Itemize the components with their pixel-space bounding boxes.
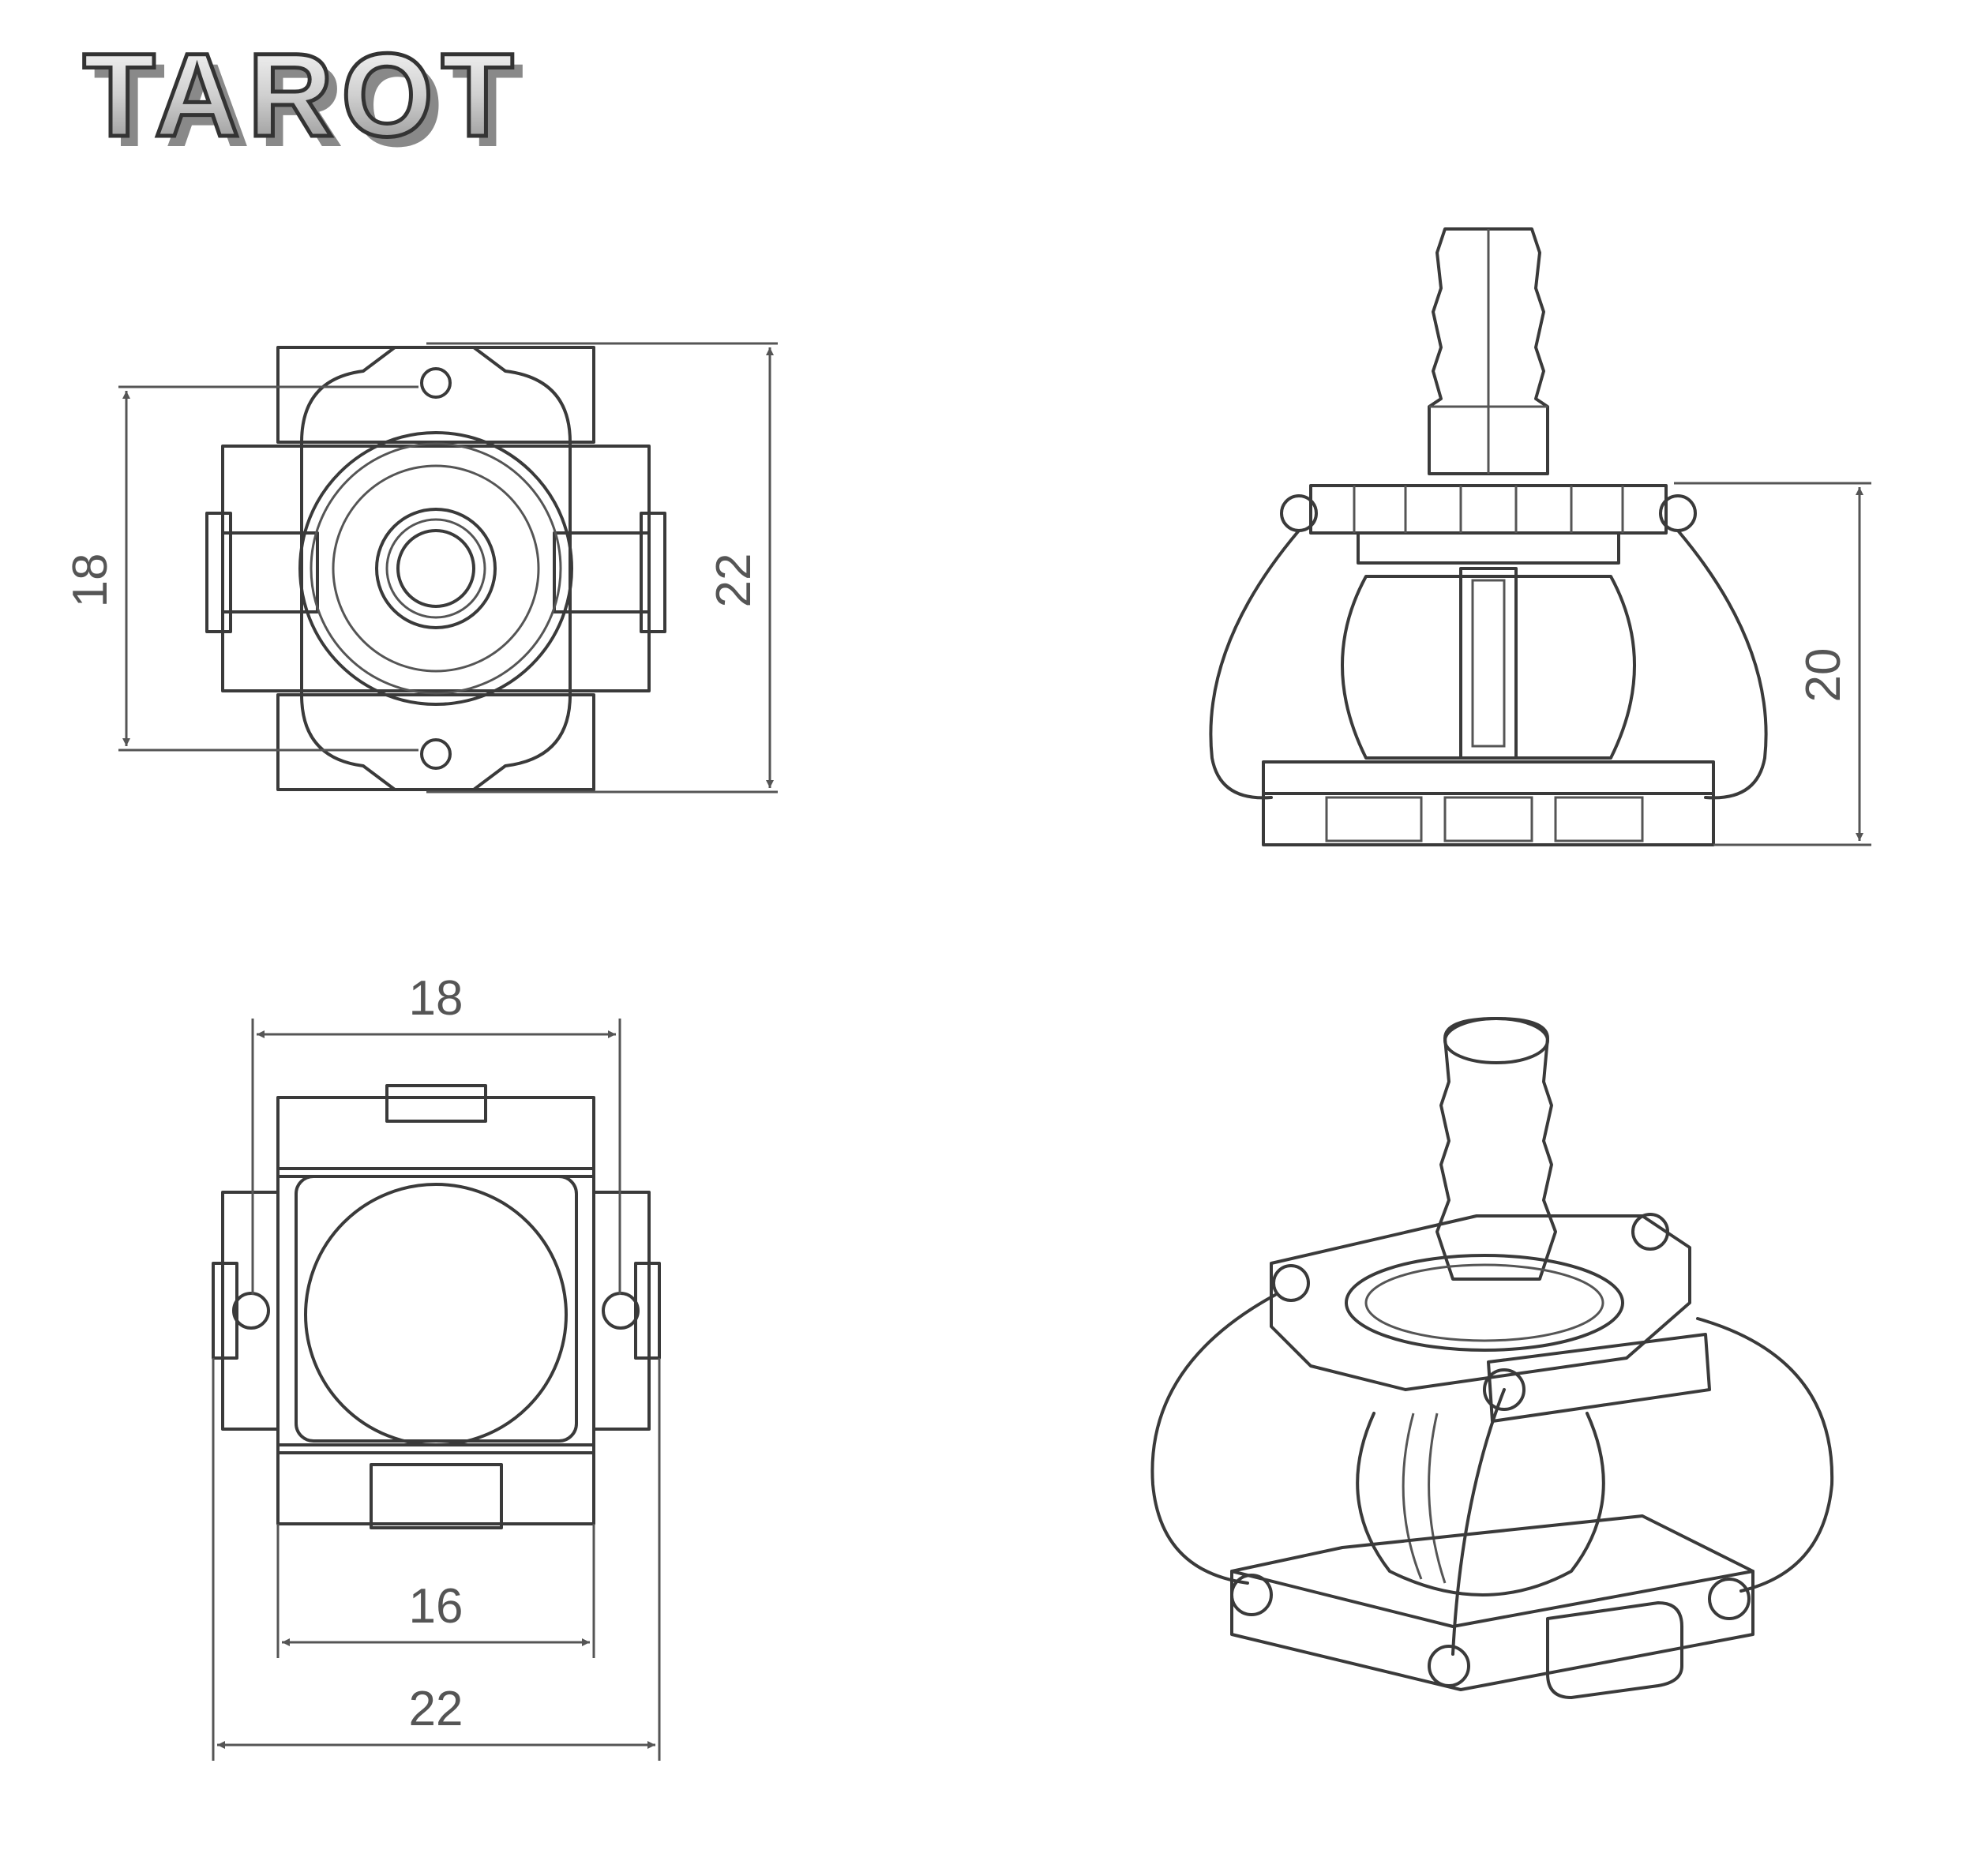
iso-wire-front [1451,1388,1506,1656]
tarot-logo: TAROT TAROT [81,27,531,172]
top-view-ring-2 [310,442,562,695]
iso-upper-plate [1270,1214,1691,1391]
top-view-left-arm [221,531,319,613]
iso-nozzle [1435,1017,1557,1281]
lower-plate-block [1554,796,1644,842]
bottom-view-hole-left [232,1292,270,1330]
wire-loop-right [1676,529,1768,800]
nozzle [1428,227,1549,475]
bottom-view-top-tab [385,1084,487,1123]
logo-text: TAROT [83,28,521,161]
top-view-hole-top [420,367,452,399]
ball-slot [1459,567,1518,760]
dim-16-label: 16 [409,1579,463,1634]
iso-wire-right [1696,1317,1834,1593]
iso-upper-ring [1345,1254,1624,1352]
iso-eye-left [1272,1264,1310,1302]
wire-loop-left [1209,529,1300,800]
iso-wire-left [1150,1293,1277,1585]
top-view-ring-3 [332,464,540,673]
dim-22-bottom-label: 22 [409,1682,463,1736]
isometric-view [1150,1017,1834,1699]
iso-upper-ring-inner [1364,1263,1604,1342]
bottom-view-left-clip [212,1262,238,1360]
bottom-view-bottom-bar [276,1443,595,1525]
top-view-ring-1 [298,431,573,706]
top-view-nozzle-mid [385,518,486,619]
ball-slot-inner [1471,579,1506,748]
iso-lower-pin-left [1230,1574,1273,1616]
iso-ball-slot [1428,1413,1447,1584]
lower-plate-block [1325,796,1423,842]
iso-lower-pin-right [1708,1578,1751,1620]
bottom-view-hole-right [602,1292,640,1330]
top-view-lower-bar [276,693,595,791]
top-view-right-arm [553,531,651,613]
bottom-view-top-bar [276,1096,595,1178]
bottom-view: 18 16 22 [212,971,661,1761]
iso-lower-pin-front [1428,1645,1470,1687]
top-view-hole-bottom [420,738,452,770]
dim-20-label: 20 [1796,648,1851,703]
lower-plate-top [1262,760,1715,795]
bottom-view-pocket [295,1175,578,1443]
lower-plate-bottom [1262,792,1715,846]
top-view-right-clip [640,512,666,633]
bottom-view-ball [304,1183,568,1446]
dim-18-top-label: 18 [409,971,463,1026]
iso-eye-right [1631,1213,1669,1251]
top-view-upper-bar [276,346,595,444]
dim-22-label: 22 [707,553,761,608]
logo-shadow: TAROT [93,39,531,171]
upper-plate [1309,484,1668,535]
iso-upper-hinge [1487,1333,1711,1423]
bottom-view-left-flange [221,1191,280,1431]
iso-hinge-pin [1483,1368,1526,1411]
top-view-left-clip [205,512,232,633]
side-view: 20 [1209,227,1871,846]
bottom-view-bottom-tab [370,1463,503,1529]
upper-plate-lip [1357,531,1620,565]
dim-18-label: 18 [63,553,118,608]
iso-ball-slot [1402,1413,1423,1580]
ball [1341,575,1636,760]
iso-nozzle-tip [1443,1017,1549,1064]
top-view-plate [300,346,572,791]
lower-plate-block [1443,796,1533,842]
top-view-nozzle-inner [396,529,475,608]
top-view-body [221,445,651,692]
bottom-view-right-clip [634,1262,661,1360]
bottom-view-right-flange [592,1191,651,1431]
iso-ball [1356,1412,1605,1596]
iso-lower-plate-edge [1230,1570,1754,1628]
top-view-nozzle-outer [375,508,497,629]
bottom-view-body [276,1167,595,1454]
top-view: 18 22 [63,342,778,794]
iso-lower-plate [1230,1514,1754,1691]
iso-lower-block [1546,1601,1683,1699]
